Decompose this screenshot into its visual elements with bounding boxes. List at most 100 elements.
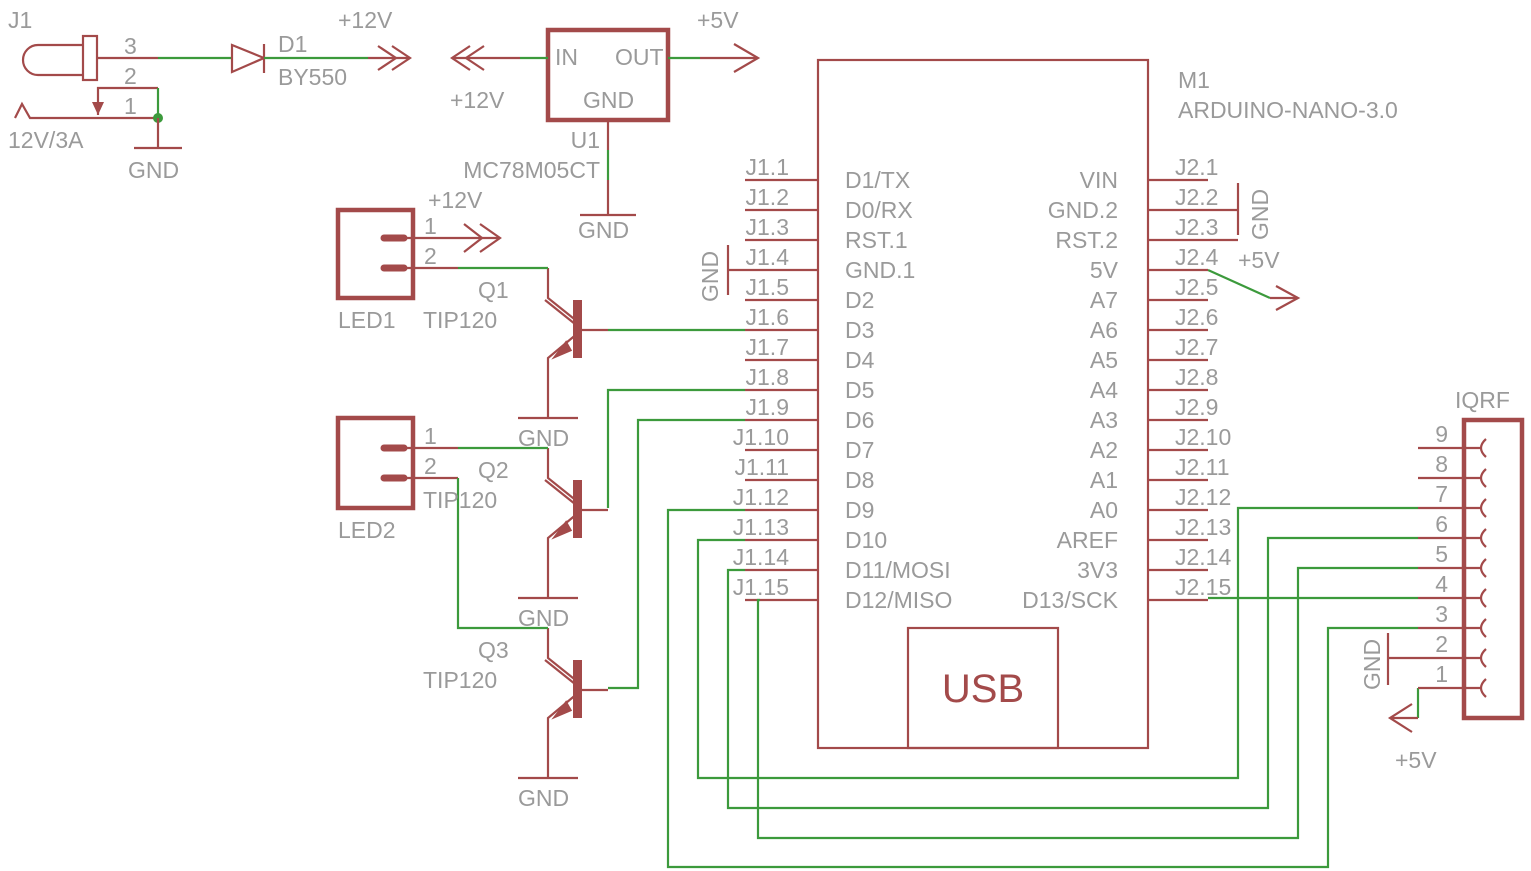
pin-out: OUT [615,44,664,70]
pin-label: J1.13 [733,514,789,540]
part-name-d1: D1 [278,31,307,57]
pin-label: J1.3 [746,214,789,240]
pin-label: J2.5 [1175,274,1218,300]
wires [456,266,1420,869]
part-name-j1: J1 [8,7,32,33]
power-arrow-icon [377,45,412,71]
part-name-q3: Q3 [478,637,509,663]
dc-jack-j1 [14,34,182,150]
transistor-q3 [518,628,608,780]
pin-name: 5V [1090,257,1119,283]
pin-name: D5 [845,377,874,403]
pin-label: J1.1 [746,154,789,180]
pin-label: J1.7 [746,334,789,360]
pin-name: D2 [845,287,874,313]
net-label-12v: +12V [338,7,393,33]
part-value-q3: TIP120 [423,667,497,693]
pin-number: 2 [124,63,137,89]
pin-name: 3V3 [1077,557,1118,583]
pin-number: 1 [1435,661,1448,687]
pin-label: J2.13 [1175,514,1231,540]
pin-label: J1.11 [734,454,789,480]
pin-name: D13/SCK [1022,587,1119,613]
pin-label: J2.7 [1175,334,1218,360]
pin-name: D0/RX [845,197,913,223]
gnd-label: GND [518,785,569,811]
arduino-nano-m1 [726,58,1301,750]
pin-label: J2.11 [1175,454,1230,480]
part-value-j1: 12V/3A [8,127,84,153]
pin-name: AREF [1057,527,1118,553]
pin-number: 6 [1435,511,1448,537]
pin-name: D6 [845,407,874,433]
pin-name: A7 [1090,287,1118,313]
part-value-q1: TIP120 [423,307,497,333]
pin-label: J1.14 [733,544,789,570]
pin-number: 2 [424,243,437,269]
pin-name: RST.2 [1055,227,1118,253]
pin-label: J2.9 [1175,394,1218,420]
part-name-q2: Q2 [478,457,509,483]
part-value-m1: ARDUINO-NANO-3.0 [1178,97,1398,123]
pin-label: J1.6 [746,304,789,330]
pin-label: J1.2 [746,184,789,210]
pin-label: J1.12 [733,484,789,510]
pin-number: 3 [1435,601,1448,627]
transistor-q2 [518,448,608,600]
pin-label: J1.15 [733,574,789,600]
pin-name: D7 [845,437,874,463]
pin-label: J2.3 [1175,214,1218,240]
pin-label: J2.15 [1175,574,1231,600]
part-value-u1: MC78M05CT [463,157,600,183]
net-label-12v: +12V [450,87,505,113]
pin-number: 3 [124,33,137,59]
pin-name: D4 [845,347,875,373]
pin-name: D8 [845,467,874,493]
part-value-d1: BY550 [278,64,347,90]
pin-number: 2 [424,453,437,479]
pin-name: A3 [1090,407,1118,433]
pin-name: A0 [1090,497,1118,523]
gnd-label: GND [697,251,723,302]
pin-number: 1 [124,93,137,119]
pin-label: J2.2 [1175,184,1218,210]
pin-label: J2.8 [1175,364,1218,390]
pin-label: J2.1 [1175,154,1218,180]
transistor-q1 [518,268,608,420]
gnd-label: GND [128,157,179,183]
pin-name: A5 [1090,347,1118,373]
part-name-led1: LED1 [338,307,396,333]
pin-label: J1.5 [746,274,789,300]
usb-port [906,626,1060,750]
pin-in: IN [555,44,578,70]
pin-name: D11/MOSI [845,557,951,583]
pin-number: 2 [1435,631,1448,657]
pin-label: J2.14 [1175,544,1231,570]
pin-name: GND.1 [845,257,915,283]
gnd-label: GND [1247,189,1273,240]
pin-gnd: GND [583,87,634,113]
pin-name: RST.1 [845,227,908,253]
net-label-5v: +5V [1395,747,1437,773]
part-name-u1: U1 [571,127,600,153]
net-label-5v: +5V [1238,247,1280,273]
pin-name: GND.2 [1048,197,1118,223]
pin-name: VIN [1080,167,1118,193]
part-name-iqrf: IQRF [1455,387,1510,413]
part-name-m1: M1 [1178,67,1210,93]
pin-number: 9 [1435,421,1448,447]
pin-label: J1.9 [746,394,789,420]
pin-number: 1 [424,423,437,449]
pin-number: 5 [1435,541,1448,567]
pin-label: J2.12 [1175,484,1231,510]
pin-name: A1 [1090,467,1118,493]
pin-name: D12/MISO [845,587,952,613]
gnd-label: GND [1359,639,1385,690]
pin-label: J2.6 [1175,304,1218,330]
gnd-label: GND [518,605,569,631]
net-label-12v: +12V [428,187,483,213]
pin-label: J1.8 [746,364,789,390]
pin-name: A4 [1090,377,1118,403]
pin-name: A2 [1090,437,1118,463]
